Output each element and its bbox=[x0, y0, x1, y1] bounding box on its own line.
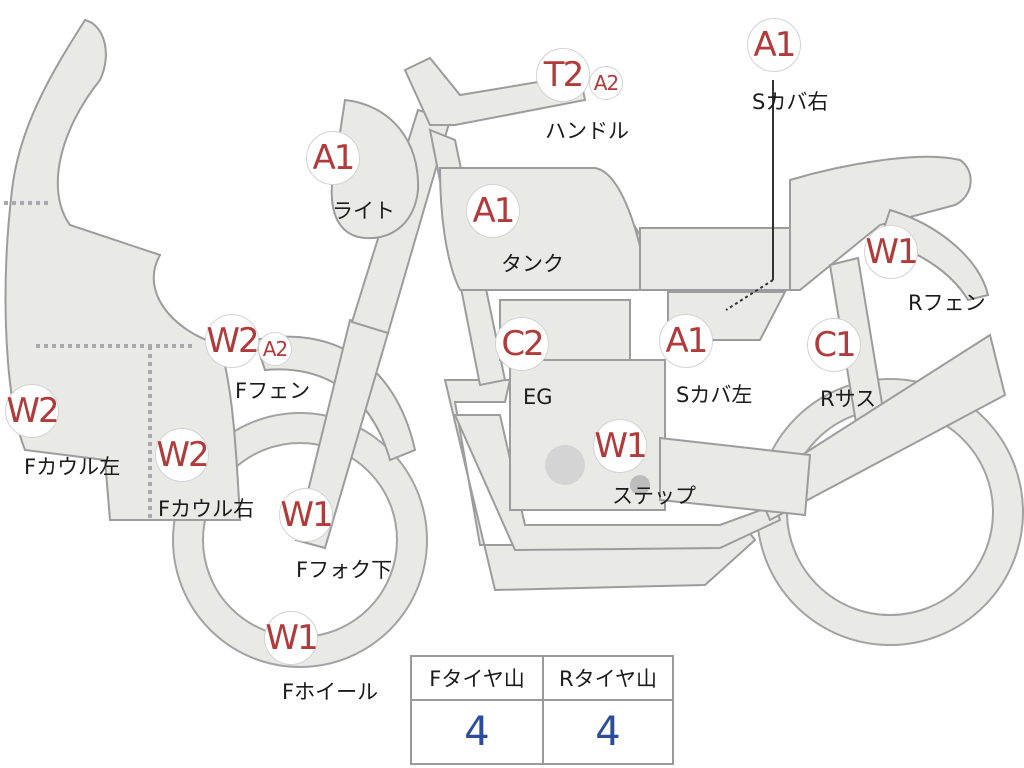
part-label-fork-lower: Fフォク下 bbox=[296, 558, 393, 582]
code-badge-light: A1 bbox=[306, 131, 360, 185]
side-cover-shape bbox=[639, 227, 791, 291]
part-label-front-wheel: Fホイール bbox=[282, 680, 379, 704]
code-badge-front-fender-1: W2 bbox=[205, 314, 260, 368]
front-tire-header: Fタイヤ山 bbox=[412, 657, 542, 701]
code-badge-tank: A1 bbox=[466, 184, 520, 238]
rear-tire-header: Rタイヤ山 bbox=[542, 657, 672, 701]
part-label-cowl-left: Fカウル左 bbox=[24, 455, 121, 479]
part-label-side-cover-left: Sカバ左 bbox=[676, 383, 753, 407]
front-fender-shape bbox=[253, 335, 417, 462]
code-badge-front-fender-2: A2 bbox=[258, 332, 292, 366]
code-badge-fork-lower: W1 bbox=[279, 488, 334, 542]
tire-tread-table: Fタイヤ山 Rタイヤ山 4 4 bbox=[410, 655, 674, 765]
part-label-light: ライト bbox=[332, 199, 395, 223]
part-label-tank: タンク bbox=[501, 252, 564, 276]
seat-shape bbox=[789, 155, 972, 291]
engine-cover bbox=[545, 445, 585, 485]
part-label-rear-suspension: Rサス bbox=[820, 387, 877, 411]
code-badge-handle-2: A2 bbox=[589, 66, 623, 100]
part-label-step: ステップ bbox=[612, 484, 696, 508]
code-badge-engine: C2 bbox=[495, 317, 549, 371]
headlight-shape bbox=[330, 98, 420, 240]
step-peg-1 bbox=[630, 475, 650, 495]
code-badge-cowl-left: W2 bbox=[5, 384, 60, 438]
code-badge-handle-1: T2 bbox=[536, 48, 590, 102]
code-badge-side-cover-right: A1 bbox=[747, 18, 801, 72]
part-label-side-cover-right: Sカバ右 bbox=[752, 90, 829, 114]
part-label-handle: ハンドル bbox=[545, 119, 629, 143]
part-label-cowl-right: Fカウル右 bbox=[158, 497, 255, 521]
part-label-rear-fender: Rフェン bbox=[908, 291, 986, 315]
part-label-engine: EG bbox=[523, 385, 553, 409]
part-label-front-fender: Fフェン bbox=[235, 379, 311, 403]
front-tire-value: 4 bbox=[464, 709, 490, 755]
code-badge-rear-suspension: C1 bbox=[807, 318, 861, 372]
chain-guard-shape bbox=[659, 436, 812, 517]
rear-tire-value: 4 bbox=[542, 701, 672, 763]
code-badge-cowl-right: W2 bbox=[155, 428, 210, 482]
code-badge-step: W1 bbox=[593, 419, 648, 473]
code-badge-rear-fender: W1 bbox=[864, 225, 919, 279]
code-badge-side-cover-left: A1 bbox=[659, 314, 713, 368]
code-badge-front-wheel: W1 bbox=[264, 611, 319, 665]
